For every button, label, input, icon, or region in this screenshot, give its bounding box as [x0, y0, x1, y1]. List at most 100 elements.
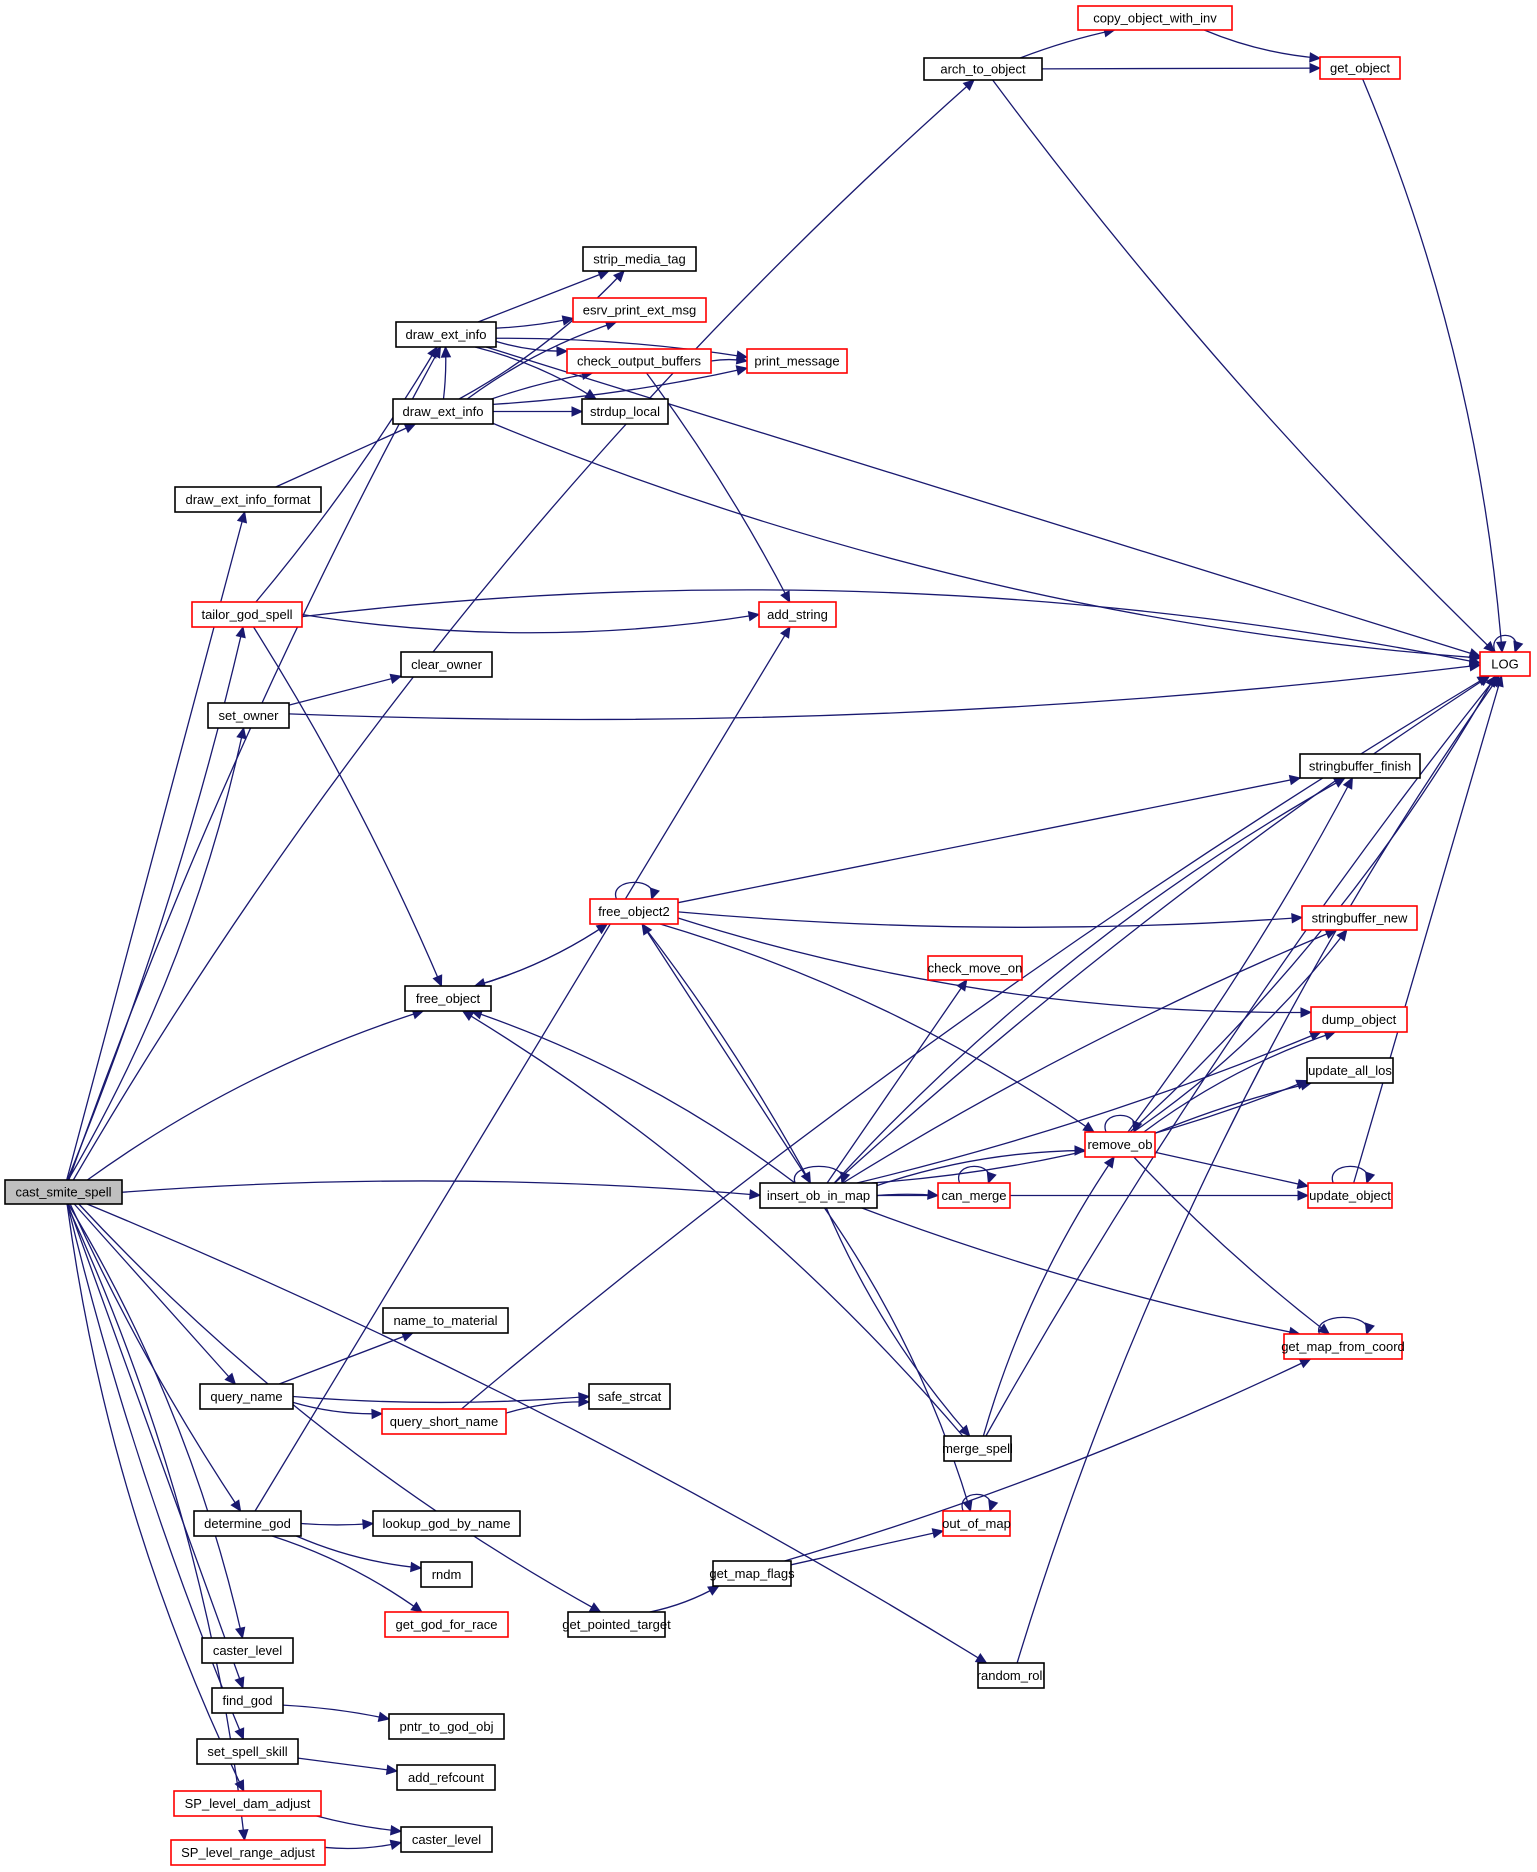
node-arch-to-object[interactable]: arch_to_object — [923, 57, 1043, 81]
node-box[interactable] — [396, 1764, 496, 1791]
node-lookup-god-by-name[interactable]: lookup_god_by_name — [372, 1510, 521, 1537]
node-box[interactable] — [1301, 905, 1418, 931]
node-caster-level-a[interactable]: caster_level — [201, 1637, 294, 1664]
node-draw-ext-info-b[interactable]: draw_ext_info — [392, 398, 494, 425]
node-box[interactable] — [588, 1383, 671, 1410]
node-box[interactable] — [567, 1611, 666, 1638]
node-box[interactable] — [1319, 56, 1401, 80]
node-draw-ext-info-a[interactable]: draw_ext_info — [395, 321, 497, 348]
node-stringbuffer-finish[interactable]: stringbuffer_finish — [1299, 753, 1421, 779]
node-query-name[interactable]: query_name — [199, 1383, 294, 1410]
node-box[interactable] — [937, 1182, 1011, 1209]
node-box[interactable] — [1084, 1131, 1156, 1158]
node-box[interactable] — [1299, 753, 1421, 779]
node-box[interactable] — [758, 601, 837, 628]
node-can-merge[interactable]: can_merge — [937, 1182, 1011, 1209]
node-check-output-buffers[interactable]: check_output_buffers — [566, 348, 712, 374]
node-box[interactable] — [170, 1839, 326, 1866]
node-dump-object[interactable]: dump_object — [1310, 1006, 1408, 1033]
node-insert-ob-in-map[interactable]: insert_ob_in_map — [759, 1182, 878, 1209]
node-caster-level-b[interactable]: caster_level — [400, 1826, 493, 1853]
node-box[interactable] — [420, 1561, 473, 1588]
node-box[interactable] — [201, 1637, 294, 1664]
node-box[interactable] — [589, 898, 679, 925]
node-box[interactable] — [211, 1687, 284, 1714]
node-box[interactable] — [381, 1408, 507, 1435]
node-box[interactable] — [400, 651, 493, 678]
node-box[interactable] — [4, 1179, 123, 1205]
node-remove-ob[interactable]: remove_ob — [1084, 1131, 1156, 1158]
node-box[interactable] — [193, 1510, 302, 1537]
node-pntr-to-god-obj[interactable]: pntr_to_god_obj — [388, 1713, 505, 1740]
node-box[interactable] — [1479, 651, 1531, 677]
node-SP-level-dam-adjust[interactable]: SP_level_dam_adjust — [173, 1790, 322, 1817]
node-update-all-los[interactable]: update_all_los — [1306, 1057, 1394, 1084]
node-random-roll[interactable]: random_roll — [977, 1662, 1046, 1689]
node-print-message[interactable]: print_message — [746, 348, 848, 374]
node-box[interactable] — [566, 348, 712, 374]
node-determine-god[interactable]: determine_god — [193, 1510, 302, 1537]
node-box[interactable] — [388, 1713, 505, 1740]
node-box[interactable] — [191, 601, 303, 628]
node-copy-object-with-inv[interactable]: copy_object_with_inv — [1077, 5, 1233, 31]
node-box[interactable] — [572, 297, 707, 323]
node-get-pointed-target[interactable]: get_pointed_target — [562, 1611, 671, 1638]
node-set-owner[interactable]: set_owner — [207, 702, 290, 729]
node-add-string[interactable]: add_string — [758, 601, 837, 628]
node-box[interactable] — [404, 985, 492, 1012]
node-box[interactable] — [1077, 5, 1233, 31]
node-get-map-flags[interactable]: get_map_flags — [709, 1560, 795, 1587]
node-strip-media-tag[interactable]: strip_media_tag — [582, 246, 697, 272]
node-box[interactable] — [977, 1662, 1045, 1689]
node-get-object[interactable]: get_object — [1319, 56, 1401, 80]
node-rndm[interactable]: rndm — [420, 1561, 473, 1588]
node-box[interactable] — [384, 1611, 509, 1638]
node-SP-level-range-adjust[interactable]: SP_level_range_adjust — [170, 1839, 326, 1866]
node-cast-smite-spell[interactable]: cast_smite_spell — [4, 1179, 123, 1205]
node-box[interactable] — [174, 486, 322, 513]
node-free-object2[interactable]: free_object2 — [589, 898, 679, 925]
node-box[interactable] — [392, 398, 494, 425]
node-get-god-for-race[interactable]: get_god_for_race — [384, 1611, 509, 1638]
node-update-object[interactable]: update_object — [1307, 1182, 1393, 1209]
node-box[interactable] — [372, 1510, 521, 1537]
node-tailor-god-spell[interactable]: tailor_god_spell — [191, 601, 303, 628]
node-add-refcount[interactable]: add_refcount — [396, 1764, 496, 1791]
node-find-god[interactable]: find_god — [211, 1687, 284, 1714]
node-box[interactable] — [581, 398, 669, 425]
node-draw-ext-info-format[interactable]: draw_ext_info_format — [174, 486, 322, 513]
node-box[interactable] — [395, 321, 497, 348]
node-box[interactable] — [1307, 1182, 1393, 1209]
node-check-move-on[interactable]: check_move_on — [927, 955, 1023, 981]
node-box[interactable] — [400, 1826, 493, 1853]
node-box[interactable] — [207, 702, 290, 729]
node-strdup-local[interactable]: strdup_local — [581, 398, 669, 425]
node-LOG[interactable]: LOG — [1479, 651, 1531, 677]
node-name-to-material[interactable]: name_to_material — [382, 1307, 509, 1334]
node-set-spell-skill[interactable]: set_spell_skill — [196, 1738, 299, 1765]
node-safe-strcat[interactable]: safe_strcat — [588, 1383, 671, 1410]
node-box[interactable] — [582, 246, 697, 272]
node-box[interactable] — [746, 348, 848, 374]
node-stringbuffer-new[interactable]: stringbuffer_new — [1301, 905, 1418, 931]
node-box[interactable] — [199, 1383, 294, 1410]
node-merge-spell[interactable]: merge_spell — [942, 1435, 1013, 1462]
node-box[interactable] — [1283, 1333, 1403, 1360]
node-box[interactable] — [943, 1435, 1012, 1462]
node-box[interactable] — [712, 1560, 792, 1587]
node-box[interactable] — [923, 57, 1043, 81]
node-box[interactable] — [173, 1790, 322, 1817]
node-box[interactable] — [1306, 1057, 1394, 1084]
node-box[interactable] — [196, 1738, 299, 1765]
node-query-short-name[interactable]: query_short_name — [381, 1408, 507, 1435]
node-clear-owner[interactable]: clear_owner — [400, 651, 493, 678]
node-box[interactable] — [759, 1182, 878, 1209]
node-out-of-map[interactable]: out_of_map — [942, 1510, 1011, 1537]
node-get-map-from-coord[interactable]: get_map_from_coord — [1281, 1333, 1405, 1360]
node-esrv-print-ext-msg[interactable]: esrv_print_ext_msg — [572, 297, 707, 323]
node-box[interactable] — [382, 1307, 509, 1334]
node-free-object[interactable]: free_object — [404, 985, 492, 1012]
node-box[interactable] — [942, 1510, 1011, 1537]
node-box[interactable] — [1310, 1006, 1408, 1033]
node-box[interactable] — [927, 955, 1023, 981]
